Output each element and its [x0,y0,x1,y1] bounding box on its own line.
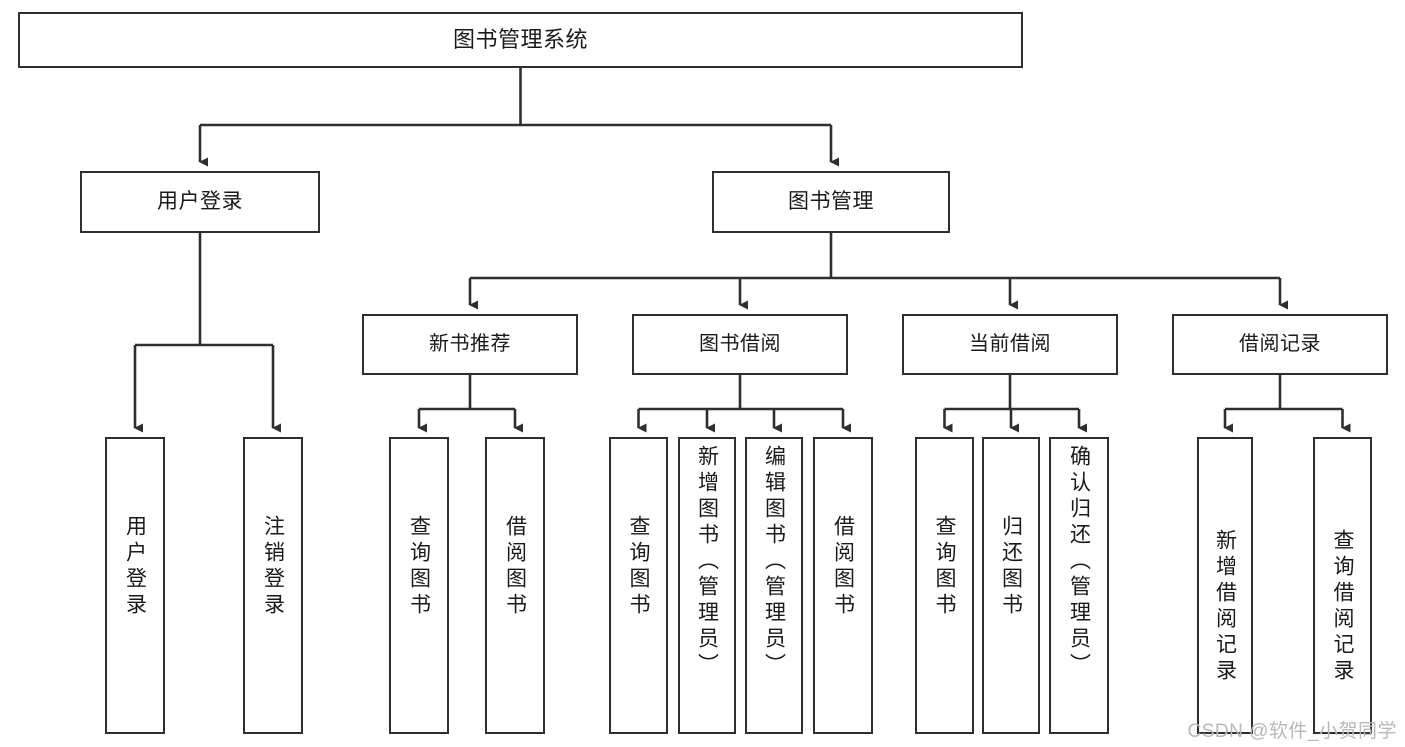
node-label: 查询图书 [407,515,431,619]
node-leaf-user-login[interactable]: 用户登录 [105,437,165,734]
node-leaf-edit-book-admin[interactable]: 编辑图书（管理员） [745,437,803,734]
node-leaf-user-logout[interactable]: 注销登录 [243,437,303,734]
node-label: 确认归还（管理员） [1067,445,1091,679]
node-book-borrow[interactable]: 图书借阅 [632,314,848,375]
node-label: 新增图书（管理员） [695,445,719,679]
watermark-text: CSDN @软件_小贺同学 [1187,721,1397,742]
node-label: 借阅记录 [1239,332,1321,355]
node-leaf-return-book[interactable]: 归还图书 [982,437,1040,734]
node-leaf-query-borrow-record[interactable]: 查询借阅记录 [1313,437,1372,734]
node-label: 查询图书 [933,515,956,619]
node-leaf-borrow-book-2[interactable]: 借阅图书 [813,437,873,734]
node-root[interactable]: 图书管理系统 [18,12,1023,68]
node-new-book-recommend[interactable]: 新书推荐 [362,314,578,375]
node-leaf-query-book-2[interactable]: 查询图书 [609,437,668,734]
node-label: 图书借阅 [699,332,781,355]
node-label: 编辑图书（管理员） [762,445,786,679]
node-label: 查询借阅记录 [1331,529,1354,685]
node-book-manage[interactable]: 图书管理 [712,171,950,233]
node-label: 归还图书 [999,515,1023,619]
node-leaf-query-book-3[interactable]: 查询图书 [915,437,974,734]
node-user-login[interactable]: 用户登录 [80,171,320,233]
node-label: 新增借阅记录 [1213,529,1237,685]
node-current-borrow[interactable]: 当前借阅 [902,314,1118,375]
node-label: 当前借阅 [969,332,1051,355]
node-label: 图书管理系统 [452,27,588,53]
node-label: 注销登录 [261,515,285,619]
node-borrow-record[interactable]: 借阅记录 [1172,314,1388,375]
node-label: 查询图书 [627,515,650,619]
node-label: 借阅图书 [831,515,855,619]
node-leaf-borrow-book-1[interactable]: 借阅图书 [485,437,545,734]
node-leaf-add-book-admin[interactable]: 新增图书（管理员） [678,437,736,734]
node-label: 用户登录 [123,515,147,619]
node-label: 用户登录 [157,189,243,213]
node-leaf-confirm-return-admin[interactable]: 确认归还（管理员） [1049,437,1109,734]
node-label: 图书管理 [788,189,874,213]
node-leaf-add-borrow-record[interactable]: 新增借阅记录 [1197,437,1253,734]
node-label: 借阅图书 [503,515,527,619]
node-leaf-query-book-1[interactable]: 查询图书 [389,437,449,734]
node-label: 新书推荐 [429,332,511,355]
